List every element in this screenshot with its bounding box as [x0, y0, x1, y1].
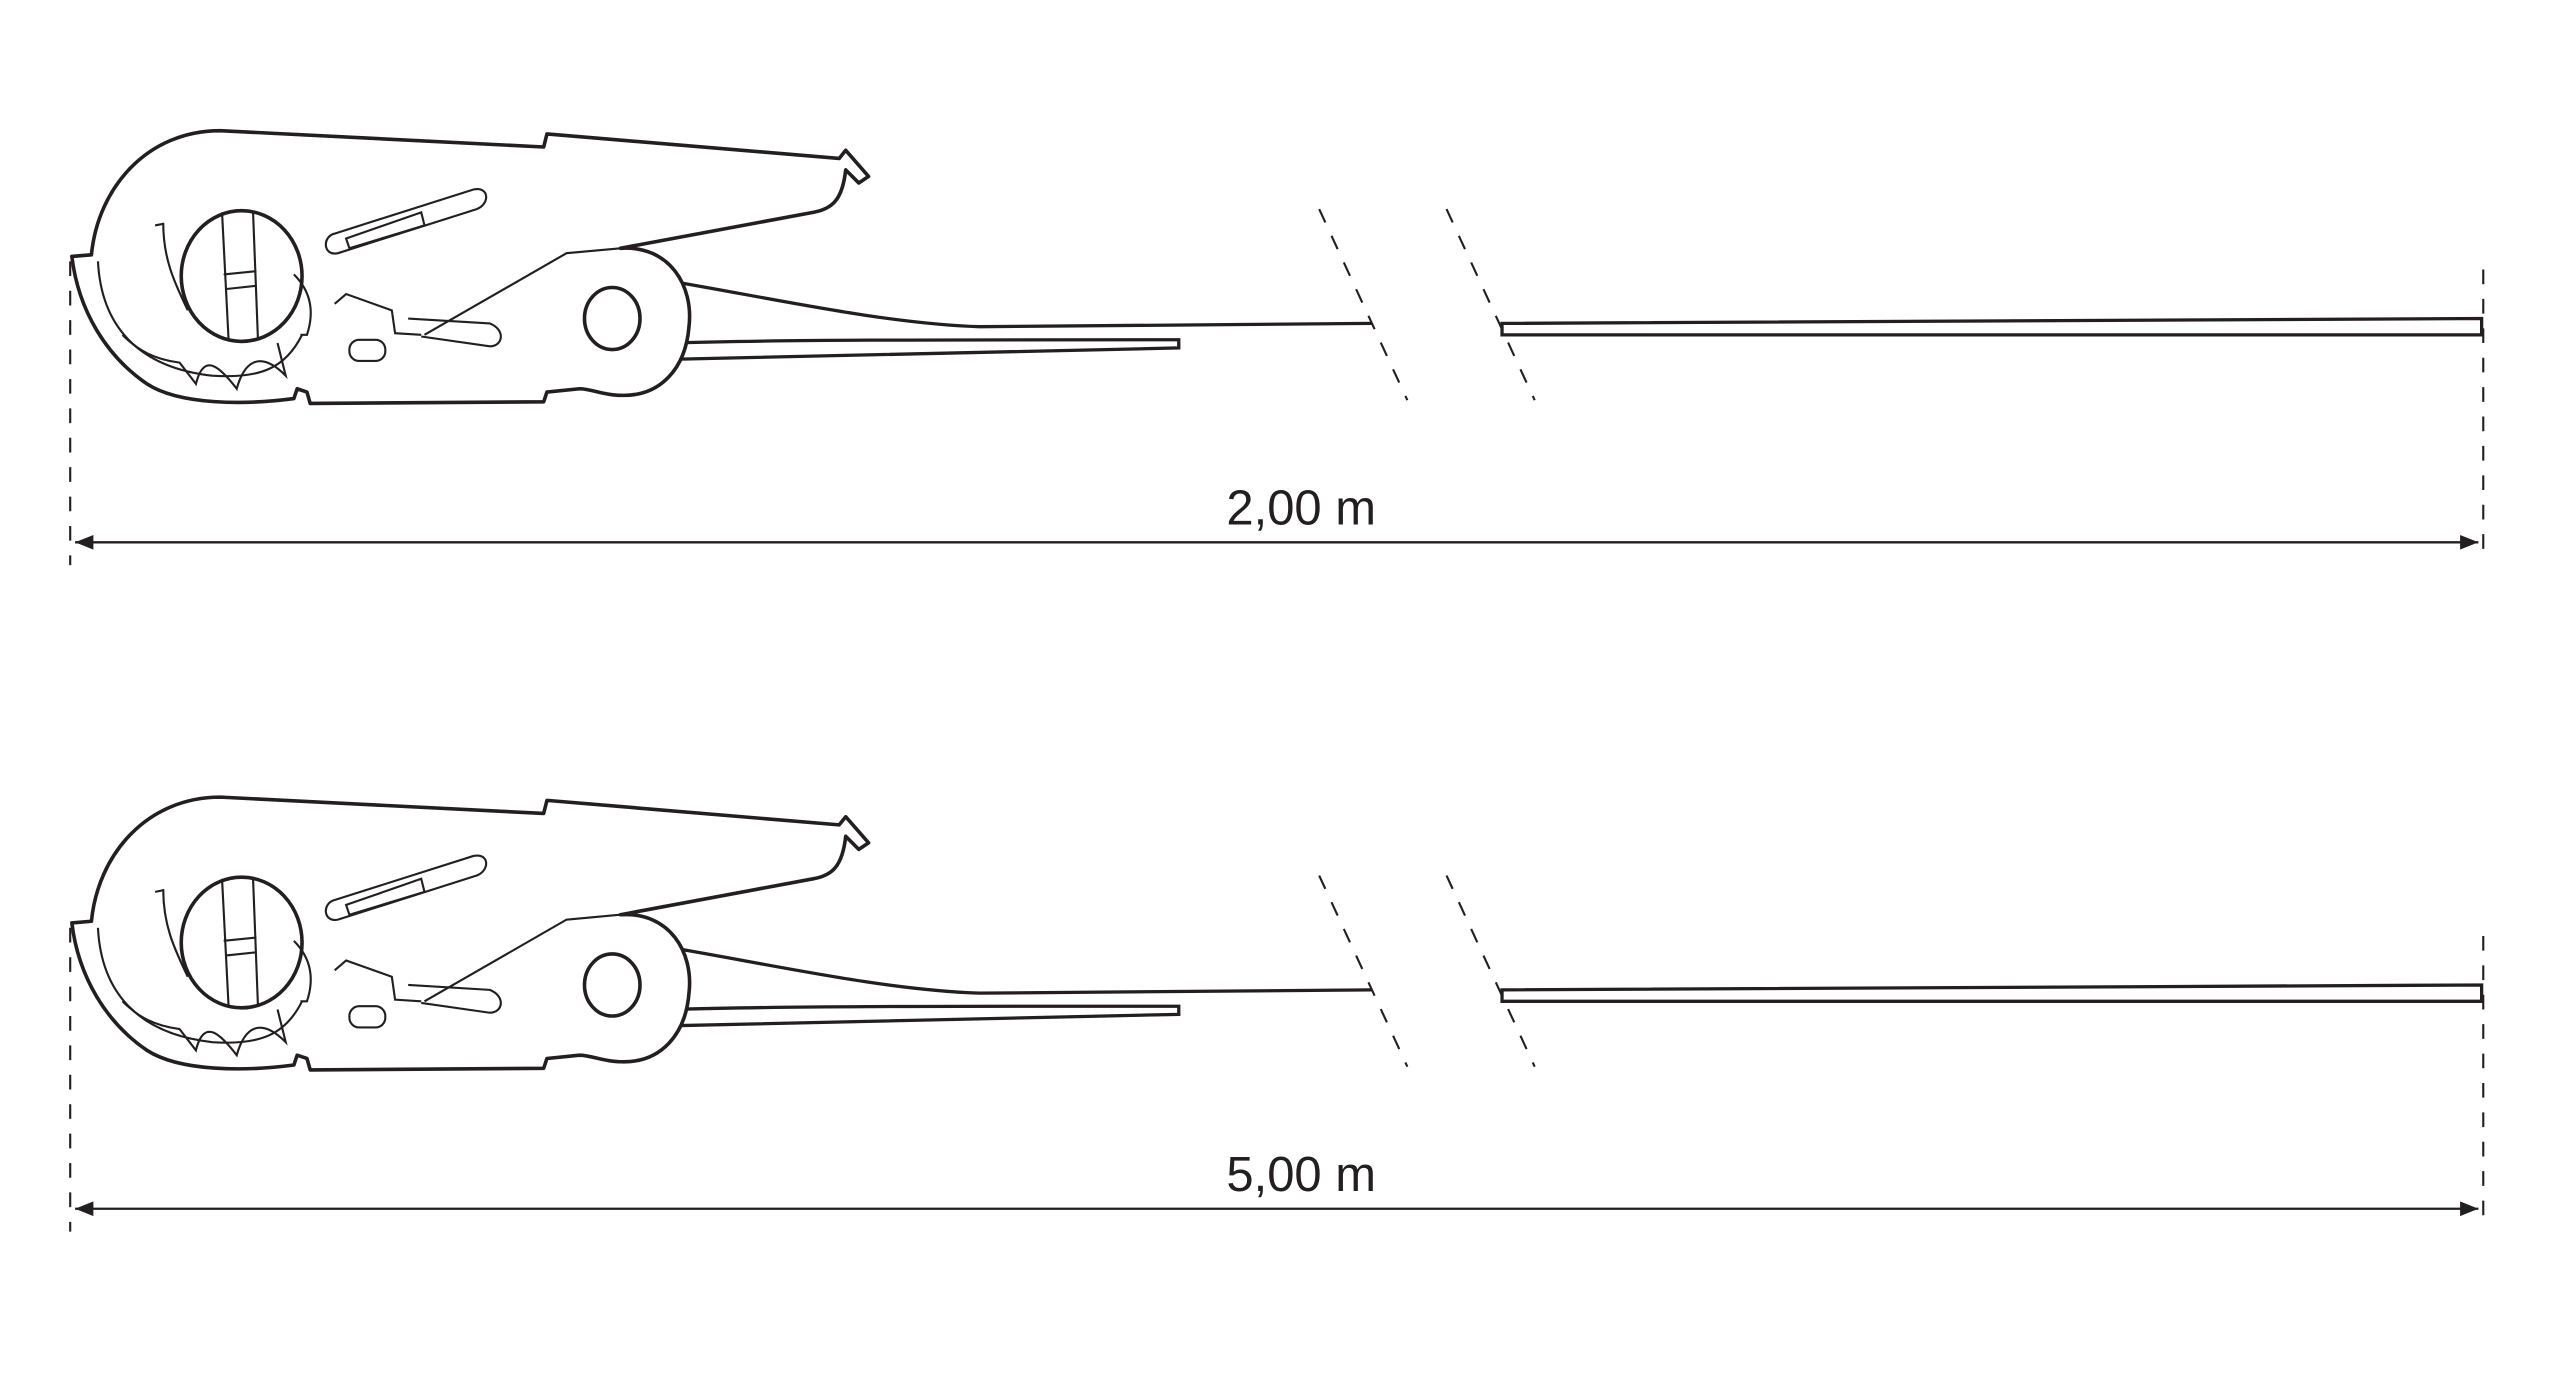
ratchet-strap-long: 5,00 m: [70, 797, 2483, 1231]
dimension-label: 5,00 m: [1226, 1148, 1376, 1202]
ratchet-strap-short: 2,00 m: [70, 131, 2483, 565]
dimension-label: 2,00 m: [1226, 481, 1376, 535]
